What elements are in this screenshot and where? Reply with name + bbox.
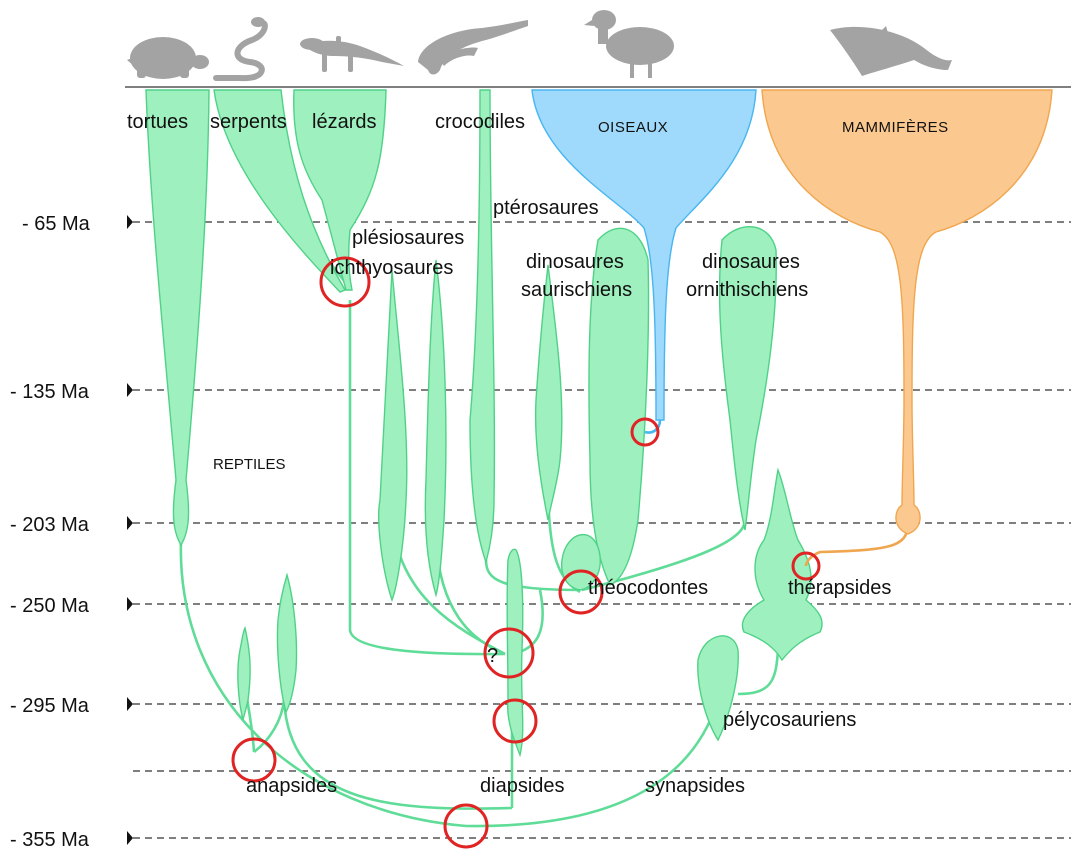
label-plesiosaures: plésiosaures [352, 227, 464, 249]
time-label-65: - 65 Ma [22, 213, 91, 235]
label-anapsides: anapsides [246, 775, 337, 797]
lizard-icon [300, 36, 404, 72]
label-diapsides: diapsides [480, 775, 565, 797]
branch-diapsides [507, 549, 523, 755]
branch-tortues [146, 90, 209, 545]
crocodile-icon [418, 20, 528, 75]
label-question: ? [487, 645, 498, 667]
label-tortues: tortues [127, 111, 188, 133]
dolphin-icon [830, 26, 952, 76]
label-lezards: lézards [312, 111, 376, 133]
branch-plesiosaures [379, 270, 407, 600]
turtle-icon [127, 37, 209, 79]
label-reptiles: REPTILES [213, 456, 286, 473]
branch-pterosaures [536, 265, 562, 520]
label-dino-ornithischiens-2: ornithischiens [686, 279, 808, 301]
mammal-stem [806, 520, 908, 566]
time-label-355: - 355 Ma [10, 829, 90, 851]
snake-icon [216, 17, 265, 78]
branch-mammiferes [762, 90, 1052, 534]
time-label-135: - 135 Ma [10, 381, 90, 403]
label-pelycosauriens: pélycosauriens [723, 709, 856, 731]
time-arrow-250 [127, 597, 133, 611]
label-oiseaux: OISEAUX [598, 119, 668, 136]
branch-therapsides [742, 470, 822, 660]
time-arrow-65 [127, 215, 133, 229]
label-synapsides: synapsides [645, 775, 745, 797]
label-serpents: serpents [210, 111, 287, 133]
label-pterosaures: ptérosaures [493, 197, 599, 219]
label-theocodontes: théocodontes [588, 577, 708, 599]
branch-ichthyosaures [425, 260, 446, 595]
branch-crocodiles [470, 90, 494, 562]
branch-anapsid-right [277, 575, 296, 712]
label-therapsides: thérapsides [788, 577, 891, 599]
bird-icon [584, 10, 674, 78]
label-mammiferes: MAMMIFÈRES [842, 119, 949, 136]
time-arrow-355 [127, 831, 133, 845]
label-dino-saurischiens-2: saurischiens [521, 279, 632, 301]
label-dino-saurischiens-1: dinosaures [526, 251, 624, 273]
label-dino-ornithischiens-1: dinosaures [702, 251, 800, 273]
time-label-295: - 295 Ma [10, 695, 90, 717]
ichthyo-stem [436, 540, 505, 654]
label-ichthyosaures: ichthyosaures [330, 257, 453, 279]
time-label-203: - 203 Ma [10, 514, 90, 536]
time-arrow-135 [127, 383, 133, 397]
therapsid-stem [738, 650, 778, 694]
time-arrow-203 [127, 516, 133, 530]
time-arrow-295 [127, 697, 133, 711]
label-crocodiles: crocodiles [435, 111, 525, 133]
time-label-250: - 250 Ma [10, 595, 90, 617]
